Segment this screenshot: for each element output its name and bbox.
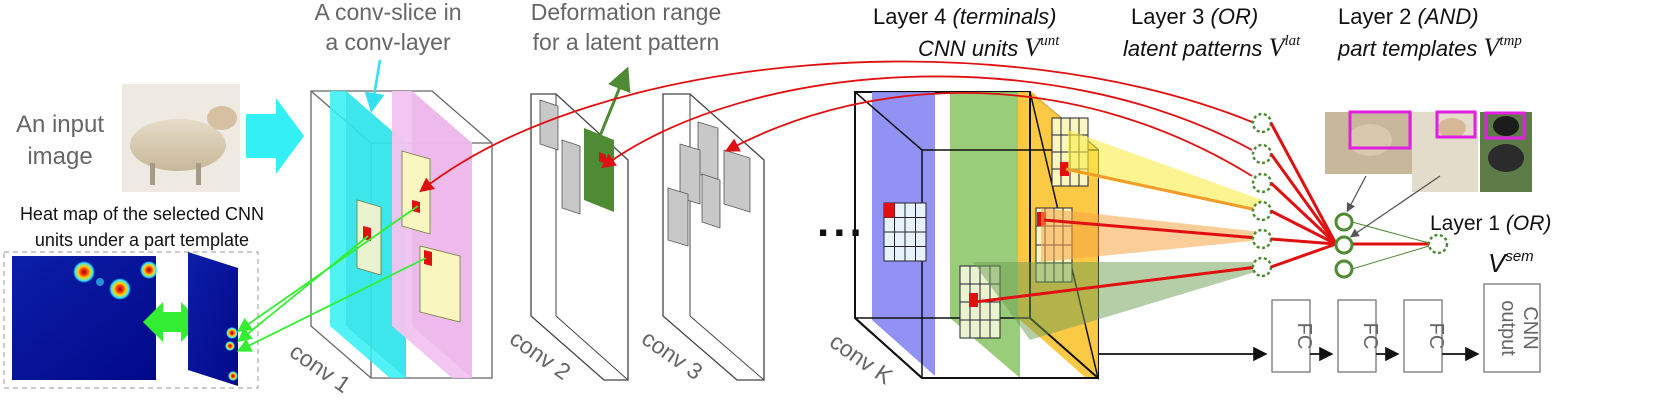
input-image-label-line2: image [27,143,92,170]
layer2-label: Layer 2 (AND) part templates Vtmp [1337,4,1522,62]
svg-text:FC: FC [1359,323,1381,350]
conv1-grid-2 [356,199,382,276]
conv1-label: conv 1 [285,338,355,398]
svg-text:part templates Vtmp: part templates Vtmp [1337,33,1522,62]
svg-text:FC: FC [1293,323,1315,350]
heat-map-label-line2: units under a part template [35,230,249,250]
svg-text:CNN units Vunt: CNN units Vunt [918,33,1060,62]
heat-map-box [3,251,259,389]
conv-slice-label-line1: A conv-slice in [314,0,461,25]
deformation-range-box [584,128,614,212]
conv1-block [310,90,493,379]
convk-grid-blue [883,202,927,262]
cnn-output: CNN output [1483,283,1541,373]
deformation-label-line2: for a latent pattern [533,29,720,55]
svg-text:FC: FC [1425,323,1447,350]
input-sheep-image [122,84,240,192]
part-template-nodes [1334,212,1354,279]
fc-layer-3: FC [1403,299,1447,373]
svg-text:CNN: CNN [1519,306,1541,349]
conv3-label: conv 3 [637,325,707,385]
heat-map-slanted [188,252,238,386]
svg-text:Layer 2 (AND): Layer 2 (AND) [1338,4,1479,29]
conv1-grid-1 [401,150,431,235]
heat-map-main [12,256,158,380]
heat-map-label-line1: Heat map of the selected CNN [20,204,264,224]
ellipsis: ... [817,197,866,246]
conv-slice-arrow [364,59,385,113]
heat-map-double-arrow [143,302,201,342]
fc-layer-2: FC [1337,299,1381,373]
layer1-label: Layer 1 (OR) Vsem [1430,212,1551,278]
conv3-block [662,93,765,381]
latent-pattern-nodes [1251,112,1273,278]
deformation-label-line1: Deformation range [531,0,722,25]
svg-text:Layer 4 (terminals): Layer 4 (terminals) [873,4,1056,29]
conv-slice-label-line2: a conv-layer [325,29,451,55]
svg-text:output: output [1497,300,1519,356]
semantic-node [1427,233,1449,255]
layer4-label: Layer 4 (terminals) CNN units Vunt [873,4,1060,62]
svg-text:Layer 3 (OR): Layer 3 (OR) [1131,4,1258,29]
part-template-images [1325,110,1532,192]
fan-yellow [1068,130,1262,212]
conv1-grid-3 [419,245,461,323]
fc-layer-1: FC [1271,299,1315,373]
input-image-label-line1: An input [16,111,104,138]
svg-text:latent patterns Vlat: latent patterns Vlat [1123,33,1301,62]
layer3-label: Layer 3 (OR) latent patterns Vlat [1123,4,1301,62]
convk-label: conv K [825,328,898,390]
conv2-block [530,93,629,381]
svg-text:Layer 1 (OR): Layer 1 (OR) [1430,212,1551,235]
conv2-label: conv 2 [505,325,575,385]
input-arrow [246,98,304,174]
fan-green [973,262,1262,340]
deformation-arrow [598,66,631,137]
fan-orange [1041,208,1262,262]
svg-text:Vsem: Vsem [1488,248,1534,278]
